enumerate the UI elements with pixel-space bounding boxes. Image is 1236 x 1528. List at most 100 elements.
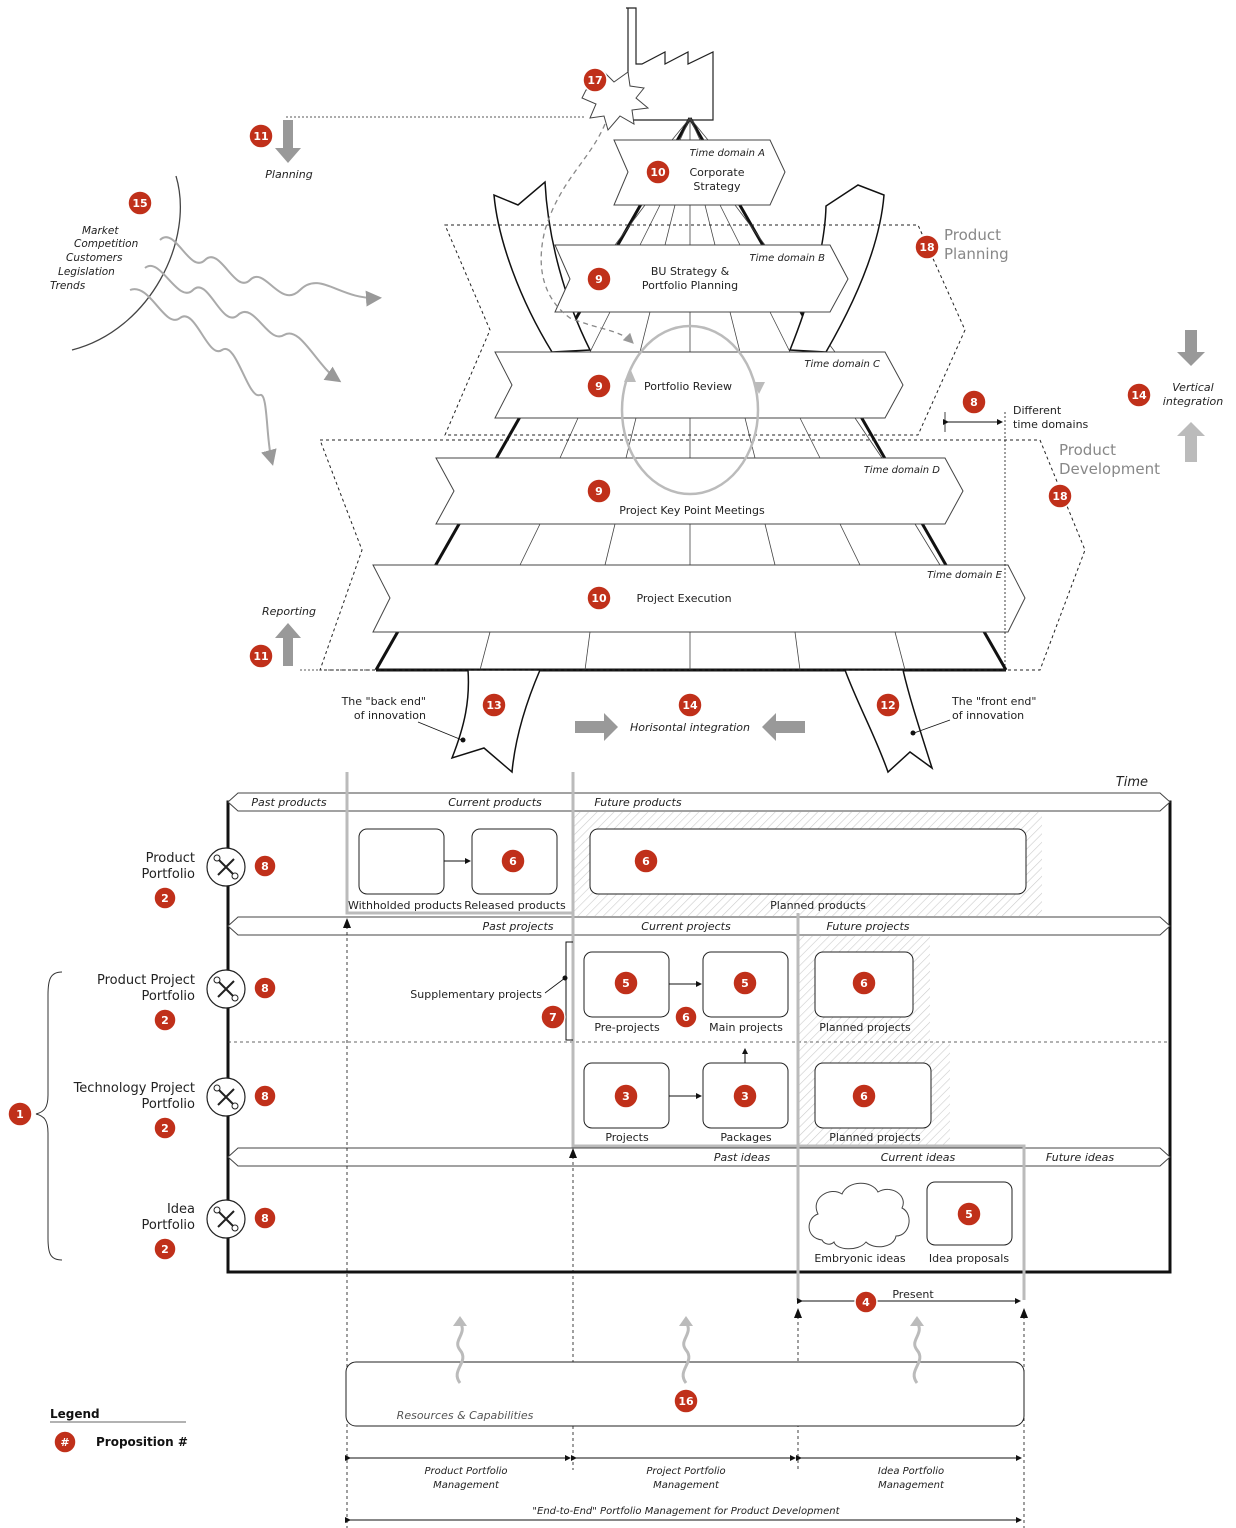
time-domain-d-label: Time domain D	[864, 465, 941, 476]
resource-arrowhead-1	[453, 1316, 467, 1326]
badge-8-tpp: 8	[253, 1084, 277, 1108]
tools-icon	[206, 1199, 246, 1239]
idea-portfolio-label-2: Portfolio	[142, 1218, 196, 1233]
future-projects-label: Future projects	[826, 920, 909, 933]
svg-text:6: 6	[860, 977, 868, 990]
past-products-label: Past products	[251, 796, 326, 809]
feedback-dashed-path	[540, 123, 634, 344]
embryonic-ideas-cloud	[808, 1182, 910, 1250]
badge-2-idea: 2	[153, 1237, 177, 1261]
time-domain-a-label: Time domain A	[690, 148, 766, 159]
svg-text:7: 7	[549, 1011, 557, 1024]
svg-text:18: 18	[1052, 490, 1067, 503]
horizontal-integration-label: Horisontal integration	[630, 721, 750, 734]
badge-6-planned-products: 6	[633, 848, 659, 874]
released-products-label: Released products	[464, 899, 566, 912]
dashed-arrowhead-4	[1020, 1308, 1028, 1318]
vertical-down-arrow-icon	[1177, 330, 1205, 366]
badge-11-planning: 11	[248, 123, 274, 149]
planned-projects-label: Planned projects	[819, 1021, 911, 1034]
environment-curve	[71, 175, 181, 351]
projects-label: Projects	[605, 1131, 649, 1144]
svg-text:1: 1	[16, 1108, 24, 1121]
svg-text:14: 14	[682, 699, 698, 712]
future-products-label: Future products	[594, 796, 681, 809]
badge-2-tpp: 2	[153, 1116, 177, 1140]
product-time-band	[227, 792, 1171, 812]
portfolio-review-label: Portfolio Review	[644, 380, 732, 393]
ipm-label-2: Management	[878, 1480, 945, 1491]
svg-text:6: 6	[860, 1090, 868, 1103]
time-domain-c-label: Time domain C	[804, 359, 880, 370]
svg-text:9: 9	[595, 380, 603, 393]
product-planning-label-2: Planning	[944, 245, 1009, 263]
front-end-dot	[910, 730, 916, 736]
badge-6-released: 6	[500, 848, 526, 874]
svg-text:8: 8	[261, 982, 269, 995]
prpm-label: Project Portfolio	[646, 1466, 725, 1477]
badge-8-ppp: 8	[253, 976, 277, 1000]
vertical-integration-label: Vertical	[1172, 381, 1213, 394]
review-cycle-arrow-up	[624, 368, 636, 382]
past-ideas-label: Past ideas	[714, 1151, 770, 1164]
svg-text:4: 4	[862, 1296, 870, 1309]
svg-text:10: 10	[591, 592, 607, 605]
svg-text:17: 17	[587, 74, 602, 87]
idea-portfolio-label: Idea	[167, 1202, 195, 1217]
svg-text:5: 5	[965, 1208, 973, 1221]
pre-projects-label: Pre-projects	[594, 1021, 660, 1034]
idea-proposals-label: Idea proposals	[929, 1252, 1009, 1265]
supplementary-dot	[562, 975, 568, 981]
domain-d-arrow: Time domain D Project Key Point Meetings	[435, 457, 964, 525]
svg-text:8: 8	[261, 860, 269, 873]
svg-text:6: 6	[682, 1011, 690, 1024]
svg-text:2: 2	[161, 1122, 169, 1135]
svg-text:8: 8	[261, 1090, 269, 1103]
svg-text:6: 6	[509, 855, 517, 868]
resource-wavy-arrows	[455, 1321, 922, 1384]
badge-18-development: 18	[1047, 483, 1073, 509]
review-cycle-ellipse	[620, 324, 760, 496]
svg-text:13: 13	[486, 699, 501, 712]
dashed-arrowhead-3	[794, 1308, 802, 1318]
badge-6-between: 6	[674, 1005, 698, 1029]
svg-text:2: 2	[161, 1014, 169, 1027]
environment-wavy-arrows	[129, 236, 382, 466]
svg-text:11: 11	[253, 650, 268, 663]
product-development-boundary	[319, 439, 1086, 671]
current-projects-label: Current projects	[641, 920, 731, 933]
different-time-domains-label: Different	[1013, 404, 1062, 417]
technology-project-portfolio-label-2: Portfolio	[142, 1097, 196, 1112]
reporting-arrow-icon	[275, 623, 301, 666]
project-execution-label: Project Execution	[636, 592, 731, 605]
front-end-pointer	[913, 719, 951, 734]
project-time-band	[227, 916, 1171, 936]
current-ideas-label: Current ideas	[881, 1151, 956, 1164]
present-label: Present	[892, 1288, 934, 1301]
env-competition: Competition	[74, 238, 138, 250]
domain-b-arrow: Time domain B BU Strategy & Portfolio Pl…	[554, 244, 849, 313]
product-project-portfolio-label-2: Portfolio	[142, 989, 196, 1004]
time-domain-b-label: Time domain B	[750, 253, 826, 264]
back-end-pointer	[417, 721, 463, 741]
e2e-label: "End-to-End" Portfolio Management for Pr…	[532, 1506, 840, 1517]
env-legislation: Legislation	[58, 266, 115, 278]
badge-2-ppp: 2	[153, 1008, 177, 1032]
withholded-products-label: Withholded products	[348, 899, 462, 912]
badge-5-pre: 5	[613, 970, 639, 996]
back-end-label: The "back end"	[341, 695, 426, 708]
svg-text:5: 5	[741, 977, 749, 990]
svg-text:18: 18	[919, 241, 934, 254]
badge-2-product: 2	[153, 886, 177, 910]
front-end-label-2: of innovation	[952, 709, 1024, 722]
back-end-label-2: of innovation	[354, 709, 426, 722]
svg-text:3: 3	[741, 1090, 749, 1103]
env-customers: Customers	[66, 252, 123, 264]
svg-text:9: 9	[595, 273, 603, 286]
corporate-strategy-label-2: Strategy	[693, 180, 741, 193]
planned-products-label: Planned products	[770, 899, 866, 912]
badge-8-idea: 8	[253, 1206, 277, 1230]
current-products-label: Current products	[448, 796, 542, 809]
badge-3-packages: 3	[732, 1083, 758, 1109]
